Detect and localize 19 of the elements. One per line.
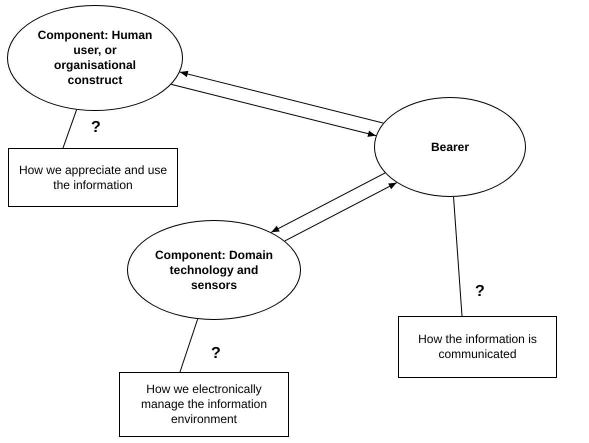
arrow	[284, 182, 398, 242]
node-label: Bearer	[430, 140, 470, 154]
arrow	[270, 172, 386, 233]
node-label: Component: Human user, or organisational construct	[36, 28, 154, 88]
leader-line	[453, 196, 462, 316]
leader-line	[62, 109, 78, 148]
note-box	[398, 316, 557, 378]
note-text: How we electronically manage the information environment	[140, 382, 268, 427]
note-box	[8, 148, 178, 207]
ellipse-node	[127, 220, 301, 320]
note-text: How we appreciate and use the information	[18, 162, 168, 192]
note-box	[119, 372, 289, 437]
arrow	[179, 70, 384, 124]
ellipse-node	[374, 97, 526, 197]
node-label: Component: Domain technology and sensors	[154, 248, 274, 292]
ellipse-node	[7, 5, 183, 111]
note-text: How the information is communicated	[417, 332, 538, 362]
arrow	[170, 84, 376, 137]
leader-line	[180, 318, 198, 372]
